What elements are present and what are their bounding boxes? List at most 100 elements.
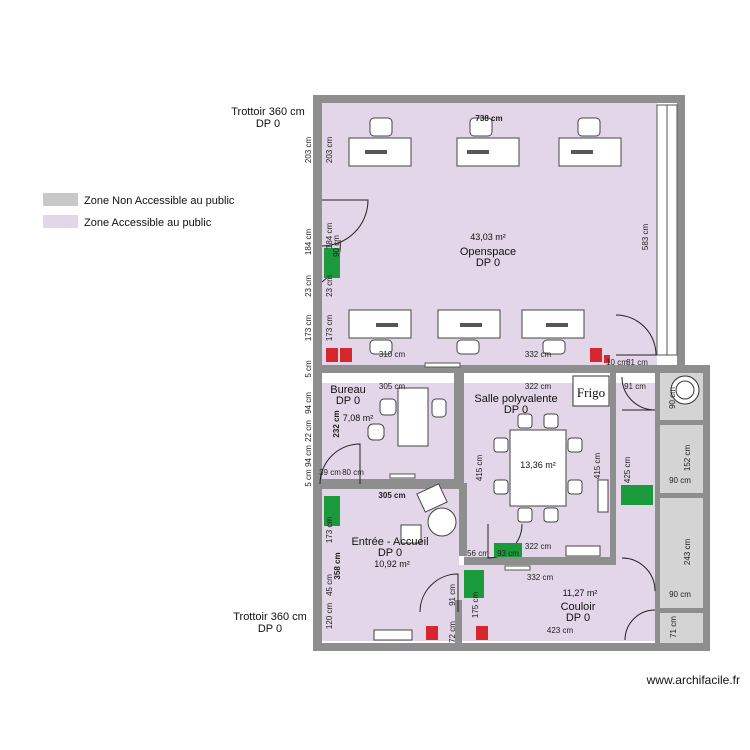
fire-extinguisher-icon bbox=[604, 355, 610, 363]
dim-left-203-in: 203 cm bbox=[325, 137, 334, 164]
dim-left-45: 45 cm bbox=[325, 574, 334, 596]
exit-sign-icon bbox=[464, 570, 484, 598]
dim-left-22: 22 cm bbox=[304, 420, 313, 442]
dim-bureau-232: 232 cm bbox=[332, 410, 341, 437]
desk-keyboards bbox=[365, 150, 593, 327]
toilet bbox=[670, 375, 700, 405]
couloir-name: Couloir bbox=[561, 601, 596, 613]
legend-label-accessible: Zone Accessible au public bbox=[84, 217, 212, 229]
dim-left-184-in: 184 cm bbox=[325, 223, 334, 250]
dim-couloir-175: 175 cm bbox=[471, 592, 480, 619]
dim-left-184-out: 184 cm bbox=[304, 229, 313, 256]
exit-sign-icon bbox=[621, 485, 653, 505]
openspace-dp: DP 0 bbox=[476, 257, 500, 269]
exit-sign-icon bbox=[324, 248, 340, 278]
legend-label-non-accessible: Zone Non Accessible au public bbox=[84, 195, 235, 207]
legend-swatch-accessible bbox=[43, 215, 78, 228]
dim-entree-305: 305 cm bbox=[378, 491, 405, 500]
dim-left-203-out: 203 cm bbox=[304, 137, 313, 164]
exit-sign-icon bbox=[324, 496, 340, 526]
entree-furniture bbox=[373, 483, 457, 641]
fire-extinguisher-signs bbox=[326, 348, 610, 640]
zone-couloir-vertical bbox=[615, 383, 655, 573]
dim-bureau-39: 39 cm bbox=[319, 468, 341, 477]
dim-side-243: 243 cm bbox=[683, 539, 692, 566]
dim-salle-415-r: 415 cm bbox=[593, 453, 602, 480]
fire-extinguisher-icon bbox=[476, 626, 488, 640]
salle-table bbox=[493, 413, 609, 557]
dim-salle-56: 56 cm bbox=[467, 549, 489, 558]
dim-left-23-in: 23 cm bbox=[325, 275, 334, 297]
salle-name: Salle polyvalente bbox=[474, 393, 557, 405]
dim-left-173-out: 173 cm bbox=[304, 315, 313, 342]
walls bbox=[313, 95, 710, 651]
windows bbox=[389, 104, 678, 571]
exit-signs bbox=[324, 248, 653, 598]
couloir-dp: DP 0 bbox=[566, 612, 590, 624]
salle-area: 13,36 m² bbox=[520, 460, 556, 470]
bureau-name: Bureau bbox=[330, 384, 365, 396]
dim-left-5b: 5 cm bbox=[304, 469, 313, 487]
fire-extinguisher-icon bbox=[326, 348, 338, 362]
fire-extinguisher-icon bbox=[590, 348, 602, 362]
dim-couloir-332: 332 cm bbox=[527, 573, 554, 582]
dim-salle-415-l: 415 cm bbox=[475, 455, 484, 482]
salle-dp: DP 0 bbox=[504, 404, 528, 416]
dim-open-10: 10 cm bbox=[606, 358, 628, 367]
dim-salle-322-top: 322 cm bbox=[525, 382, 552, 391]
dim-salle-322-bot: 322 cm bbox=[525, 542, 552, 551]
dim-left-173b: 173 cm bbox=[325, 517, 334, 544]
dim-couloir-423: 423 cm bbox=[547, 626, 574, 635]
zone-couloir bbox=[459, 565, 655, 641]
bureau-dp: DP 0 bbox=[336, 395, 360, 407]
dim-bureau-305: 305 cm bbox=[379, 382, 406, 391]
dim-left-90: 90 cm bbox=[332, 235, 341, 257]
fire-extinguisher-icon bbox=[426, 626, 438, 640]
dim-couloir-91: 91 cm bbox=[448, 584, 457, 606]
entree-area: 10,92 m² bbox=[374, 559, 410, 569]
dim-couloir-91-top: 91 cm bbox=[624, 382, 646, 391]
bureau-area: 7,08 m² bbox=[343, 413, 374, 423]
dim-bureau-80: 80 cm bbox=[342, 468, 364, 477]
room-labels: 43,03 m² Openspace DP 0 Bureau DP 0 7,08… bbox=[330, 232, 597, 624]
dim-left-23-out: 23 cm bbox=[304, 275, 313, 297]
trottoir-bottom-dp: DP 0 bbox=[258, 623, 282, 635]
exit-sign-icon bbox=[494, 543, 522, 557]
frigo-box bbox=[572, 375, 610, 407]
openspace-area: 43,03 m² bbox=[470, 232, 506, 242]
dim-entree-358: 358 cm bbox=[333, 552, 342, 579]
non-accessible-zones bbox=[655, 370, 710, 643]
watermark: www.archifacile.fr bbox=[646, 673, 740, 687]
dim-left-5a: 5 cm bbox=[304, 360, 313, 378]
dim-side-152: 152 cm bbox=[683, 445, 692, 472]
fire-extinguisher-icon bbox=[340, 348, 352, 362]
dim-left-173-in: 173 cm bbox=[325, 315, 334, 342]
dim-side-90-a: 90 cm bbox=[669, 476, 691, 485]
dim-open-310: 310 cm bbox=[379, 350, 406, 359]
legend: Zone Non Accessible au public Zone Acces… bbox=[43, 193, 235, 229]
trottoir-top-label: Trottoir 360 cm bbox=[231, 106, 305, 118]
dim-couloir-72: 72 cm bbox=[448, 621, 457, 643]
dim-left-120: 120 cm bbox=[325, 603, 334, 630]
bureau-furniture bbox=[367, 387, 447, 447]
couloir-area: 11,27 m² bbox=[563, 588, 598, 598]
entree-name: Entrée - Accueil bbox=[351, 536, 428, 548]
dim-left-94a: 94 cm bbox=[304, 392, 313, 414]
frigo-label: Frigo bbox=[577, 385, 605, 400]
dim-salle-93: 93 cm bbox=[497, 549, 519, 558]
legend-swatch-non-accessible bbox=[43, 193, 78, 206]
dim-open-332: 332 cm bbox=[525, 350, 552, 359]
dimension-labels: 738 cm 203 cm 203 cm 184 cm 184 cm 90 cm… bbox=[304, 114, 692, 643]
dim-right-583: 583 cm bbox=[641, 224, 650, 251]
dim-side-90-top: 90 cm bbox=[668, 387, 677, 409]
dim-top-width: 738 cm bbox=[475, 114, 502, 123]
trottoir-bottom-label: Trottoir 360 cm bbox=[233, 611, 307, 623]
trottoir-top-dp: DP 0 bbox=[256, 118, 280, 130]
dim-left-94b: 94 cm bbox=[304, 445, 313, 467]
openspace-name: Openspace bbox=[460, 246, 516, 258]
dim-side-71: 71 cm bbox=[669, 616, 678, 638]
dim-open-81: 81 cm bbox=[626, 358, 648, 367]
entree-dp: DP 0 bbox=[378, 547, 402, 559]
dim-couloir-425: 425 cm bbox=[623, 457, 632, 484]
